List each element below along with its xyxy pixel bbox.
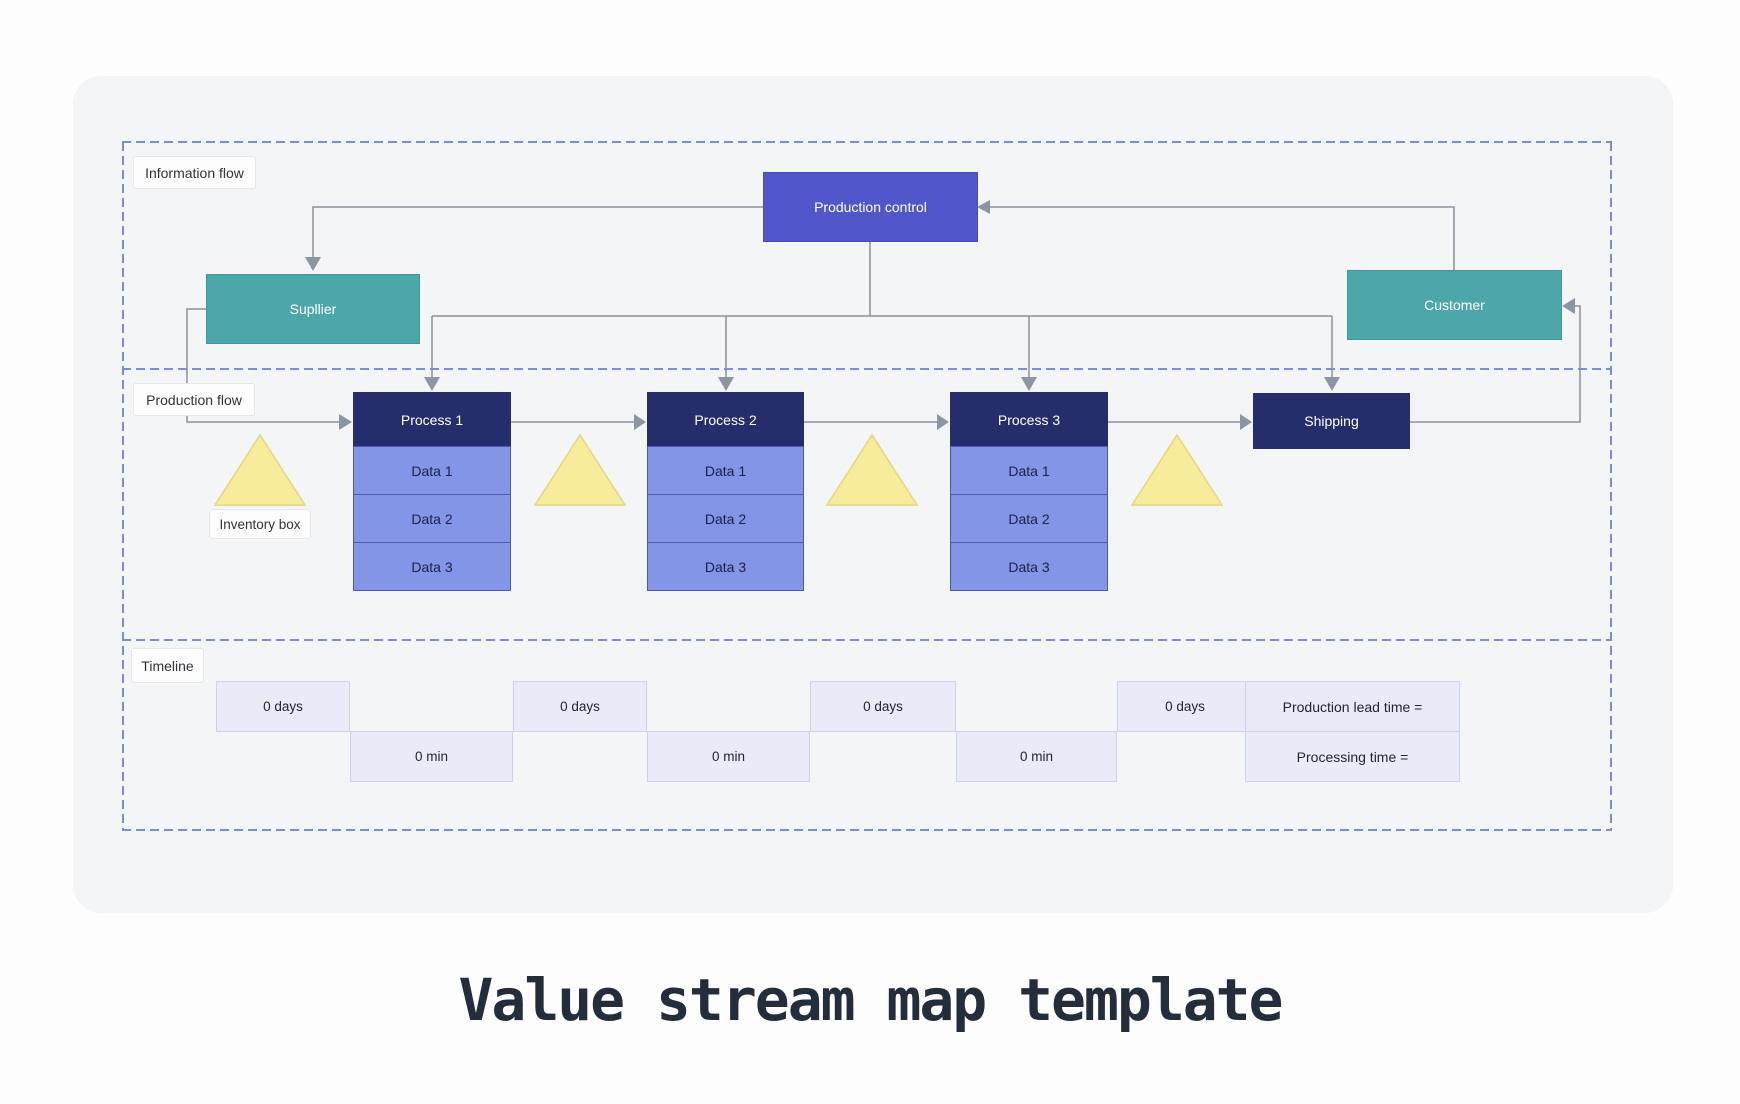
dashed-border-production-timeline bbox=[122, 639, 1612, 641]
information-flow-label-text: Information flow bbox=[145, 164, 244, 181]
timeline-segment-days-2[interactable]: 0 days bbox=[513, 681, 647, 732]
timeline-label[interactable]: Timeline bbox=[131, 648, 204, 683]
processing-time-box[interactable]: Processing time = bbox=[1245, 731, 1460, 782]
process-3-data-row[interactable]: Data 1 bbox=[950, 446, 1108, 495]
process-3-header: Process 3 bbox=[950, 392, 1108, 447]
timeline-days-2-text: 0 days bbox=[560, 699, 600, 714]
process-3-data-3: Data 3 bbox=[1008, 558, 1050, 575]
information-flow-label[interactable]: Information flow bbox=[133, 156, 256, 189]
inventory-triangle-1[interactable] bbox=[213, 433, 307, 506]
process-3-data-row[interactable]: Data 3 bbox=[950, 542, 1108, 591]
dashed-border-info-production bbox=[122, 368, 1612, 370]
process-2-node[interactable]: Process 2 Data 1 Data 2 Data 3 bbox=[647, 392, 804, 591]
timeline-segment-days-3[interactable]: 0 days bbox=[810, 681, 956, 732]
timeline-days-1-text: 0 days bbox=[263, 699, 303, 714]
inventory-box-label-text: Inventory box bbox=[219, 516, 301, 532]
arrowhead-into-process2-left bbox=[634, 414, 646, 430]
inventory-triangle-2[interactable] bbox=[533, 433, 627, 506]
connector-production-control-to-supplier bbox=[312, 206, 763, 257]
process-2-data-row[interactable]: Data 2 bbox=[647, 494, 804, 543]
process-1-data-row[interactable]: Data 2 bbox=[353, 494, 511, 543]
arrowhead-into-customer-right bbox=[1562, 298, 1575, 314]
process-2-data-1: Data 1 bbox=[704, 462, 747, 479]
arrowhead-into-process1-top bbox=[424, 377, 440, 391]
connector-shipping-to-customer bbox=[1410, 305, 1581, 423]
production-flow-label[interactable]: Production flow bbox=[133, 383, 255, 416]
connector-customer-to-production-control bbox=[990, 206, 1455, 270]
process-2-header: Process 2 bbox=[647, 392, 804, 447]
process-3-node[interactable]: Process 3 Data 1 Data 2 Data 3 bbox=[950, 392, 1108, 591]
process-1-header: Process 1 bbox=[353, 392, 511, 447]
process-2-data-2: Data 2 bbox=[704, 510, 747, 527]
production-lead-time-text: Production lead time = bbox=[1282, 698, 1423, 715]
arrowhead-into-supplier bbox=[305, 257, 321, 271]
timeline-min-2-text: 0 min bbox=[711, 749, 745, 764]
dashed-border-bottom bbox=[122, 829, 1612, 831]
arrowhead-into-process2-top bbox=[718, 377, 734, 391]
timeline-label-text: Timeline bbox=[141, 657, 194, 674]
production-control-node[interactable]: Production control bbox=[763, 172, 978, 242]
page-title: Value stream map template bbox=[458, 966, 1284, 1034]
process-1-data-row[interactable]: Data 1 bbox=[353, 446, 511, 495]
timeline-segment-days-1[interactable]: 0 days bbox=[216, 681, 350, 732]
dashed-border-right bbox=[1610, 142, 1612, 831]
timeline-segment-min-3[interactable]: 0 min bbox=[956, 731, 1117, 782]
process-3-data-row[interactable]: Data 2 bbox=[950, 494, 1108, 543]
shipping-node[interactable]: Shipping bbox=[1253, 393, 1410, 449]
process-1-data-1: Data 1 bbox=[411, 462, 453, 479]
arrowhead-into-shipping-top bbox=[1324, 377, 1340, 391]
timeline-segment-min-2[interactable]: 0 min bbox=[647, 731, 810, 782]
arrowhead-into-production-control bbox=[977, 200, 990, 214]
process-3-data-2: Data 2 bbox=[1008, 510, 1050, 527]
production-control-label: Production control bbox=[814, 199, 927, 215]
process-3-title: Process 3 bbox=[997, 411, 1061, 428]
customer-node[interactable]: Customer bbox=[1347, 270, 1562, 340]
timeline-min-3-text: 0 min bbox=[1019, 749, 1053, 764]
dashed-border-left bbox=[122, 142, 124, 831]
process-2-title: Process 2 bbox=[694, 411, 757, 428]
timeline-segment-days-4[interactable]: 0 days bbox=[1117, 681, 1253, 732]
production-lead-time-box[interactable]: Production lead time = bbox=[1245, 681, 1460, 732]
arrowhead-into-process1-left bbox=[339, 414, 352, 430]
supplier-node[interactable]: Supllier bbox=[206, 274, 420, 344]
production-flow-label-text: Production flow bbox=[146, 391, 242, 408]
process-1-data-2: Data 2 bbox=[411, 510, 453, 527]
customer-label: Customer bbox=[1424, 297, 1485, 313]
connector-supplier-to-process1 bbox=[186, 308, 339, 423]
process-1-node[interactable]: Process 1 Data 1 Data 2 Data 3 bbox=[353, 392, 511, 591]
inventory-triangle-3[interactable] bbox=[825, 433, 919, 506]
supplier-label: Supllier bbox=[289, 301, 337, 317]
process-1-data-row[interactable]: Data 3 bbox=[353, 542, 511, 591]
arrowhead-into-process3-top bbox=[1021, 377, 1037, 391]
inventory-box-label[interactable]: Inventory box bbox=[209, 509, 311, 539]
process-2-data-row[interactable]: Data 1 bbox=[647, 446, 804, 495]
process-3-data-1: Data 1 bbox=[1008, 462, 1050, 479]
process-1-data-3: Data 3 bbox=[411, 558, 453, 575]
timeline-days-4-text: 0 days bbox=[1165, 699, 1205, 714]
inventory-triangle-4[interactable] bbox=[1130, 433, 1224, 506]
processing-time-text: Processing time = bbox=[1296, 748, 1409, 765]
timeline-days-3-text: 0 days bbox=[863, 699, 903, 714]
timeline-segment-min-1[interactable]: 0 min bbox=[350, 731, 513, 782]
process-2-data-row[interactable]: Data 3 bbox=[647, 542, 804, 591]
arrowhead-into-shipping-left bbox=[1240, 414, 1252, 430]
process-1-title: Process 1 bbox=[400, 411, 464, 428]
process-2-data-3: Data 3 bbox=[704, 558, 747, 575]
dashed-border-top bbox=[122, 141, 1612, 143]
arrowhead-into-process3-left bbox=[937, 414, 949, 430]
shipping-label: Shipping bbox=[1304, 413, 1359, 429]
timeline-min-1-text: 0 min bbox=[414, 749, 448, 764]
